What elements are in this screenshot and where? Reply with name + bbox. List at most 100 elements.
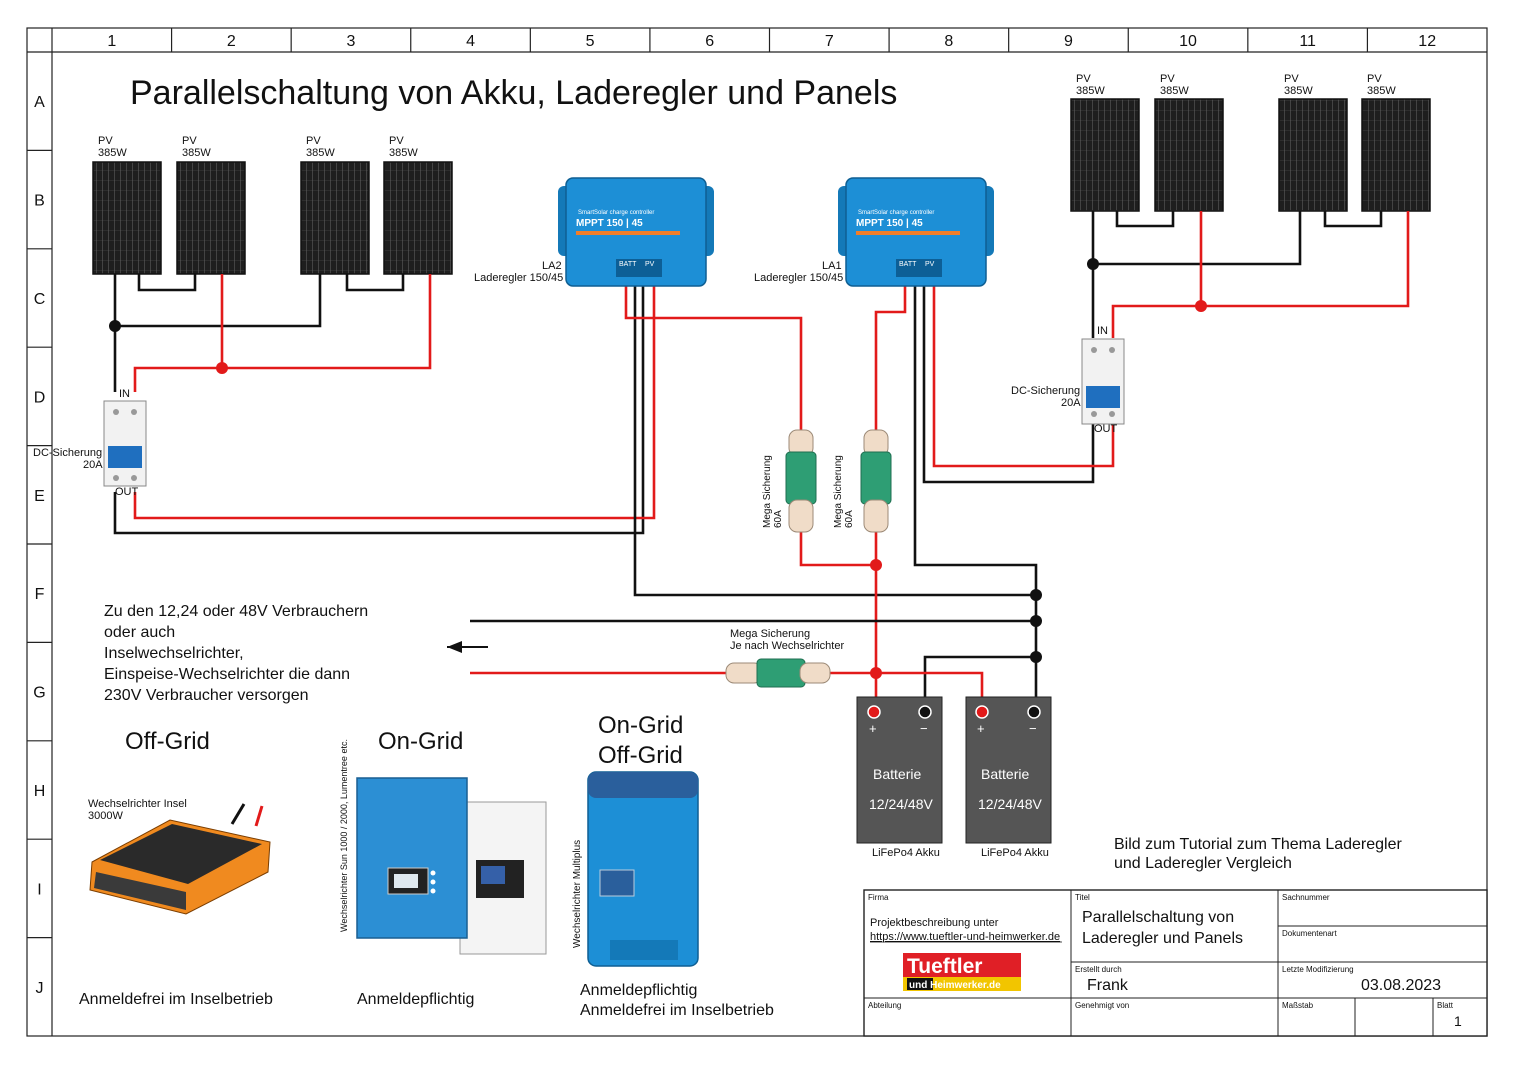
svg-text:Firma: Firma [868,893,889,902]
row-index-label: J [36,980,44,997]
ongrid-inverter: On-Grid Wechselrichter Sun 1000 / 2000, … [339,728,547,1008]
controller-name: Laderegler 150/45 [474,272,563,284]
svg-text:OUT: OUT [115,486,139,498]
svg-text:Parallelschaltung von: Parallelschaltung von [1082,909,1234,926]
pv-panel: PV 385W [1070,73,1140,212]
column-index-label: 6 [705,33,714,50]
pv-group-left: PV 385W PV 385W PV 385W PV 385W [92,135,453,275]
project-url-link[interactable]: https://www.tueftler-und-heimwerker.de [870,931,1060,943]
offgrid-inverter: Off-Grid Wechselrichter Insel 3000W Anme… [79,728,273,1008]
svg-text:Laderegler und Panels: Laderegler und Panels [1082,930,1243,947]
controller-id: LA1 [822,260,842,272]
row-index-label: E [34,488,45,505]
column-index-label: 8 [944,33,953,50]
wiring-right-array [922,211,1410,484]
svg-text:Tueftler: Tueftler [907,955,982,978]
svg-text:Wechselrichter Sun 1000 / 2000: Wechselrichter Sun 1000 / 2000, Lumentre… [339,739,349,932]
svg-text:03.08.2023: 03.08.2023 [1361,977,1441,994]
svg-text:−: − [1029,721,1037,736]
svg-text:SmartSolar charge controller: SmartSolar charge controller [578,210,654,216]
svg-text:3000W: 3000W [88,810,123,822]
svg-text:und Laderegler Vergleich: und Laderegler Vergleich [1114,855,1292,872]
title-block: Firma Projektbeschreibung unter https://… [863,889,1488,1037]
wiring-left-array [113,274,656,535]
svg-text:Genehmigt von: Genehmigt von [1075,1001,1129,1010]
column-index-label: 5 [586,33,595,50]
pv-panel: PV 385W [1361,73,1431,212]
svg-text:+: + [977,721,985,736]
svg-text:385W: 385W [182,147,211,159]
svg-text:PV: PV [98,135,113,147]
pv-panel: PV 385W [176,135,246,275]
svg-text:Off-Grid: Off-Grid [598,742,683,769]
svg-text:PV: PV [1284,73,1299,85]
svg-text:Anmeldepflichtig: Anmeldepflichtig [357,991,474,1008]
svg-text:12/24/48V: 12/24/48V [978,796,1042,812]
svg-text:385W: 385W [1367,85,1396,97]
svg-text:PV: PV [1076,73,1091,85]
svg-text:385W: 385W [1160,85,1189,97]
svg-text:PV: PV [1367,73,1382,85]
row-index-label: C [34,291,46,308]
junction-dots [109,258,1207,679]
svg-text:SmartSolar charge controller: SmartSolar charge controller [858,210,934,216]
svg-text:Abteilung: Abteilung [868,1001,901,1010]
pv-panel: PV 385W [300,135,370,275]
charge-controller-la2: SmartSolar charge controller MPPT 150 | … [474,177,714,287]
row-index-label: G [33,685,45,702]
svg-text:+: + [869,721,877,736]
row-index-label: I [37,881,41,898]
svg-text:Blatt: Blatt [1437,1001,1454,1010]
column-index-label: 1 [107,33,116,50]
svg-text:Projektbeschreibung unter: Projektbeschreibung unter [870,917,999,929]
svg-text:Anmeldepflichtig: Anmeldepflichtig [580,982,697,999]
controller-id: LA2 [542,260,562,272]
row-index-label: F [35,586,45,603]
consumer-note: Zu den 12,24 oder 48V Verbrauchern oder … [104,603,368,704]
mega-fuse-la1: Mega Sicherung 60A [833,429,892,533]
svg-text:−: − [920,721,928,736]
svg-text:Dokumentenart: Dokumentenart [1282,929,1337,938]
row-index-label: A [34,94,45,111]
pv-group-right: PV 385W PV 385W PV 385W PV 385W [1070,73,1431,212]
svg-text:385W: 385W [98,147,127,159]
breaker-name: DC-Sicherung [1011,385,1080,397]
row-index-label: B [34,193,45,210]
svg-text:LiFePo4 Akku: LiFePo4 Akku [872,847,940,859]
breaker-rating: 20A [1061,397,1081,409]
svg-text:PV: PV [389,135,404,147]
battery-2: + − Batterie 12/24/48V LiFePo4 Akku [965,696,1052,859]
svg-text:60A: 60A [773,510,784,528]
svg-text:MPPT 150 | 45: MPPT 150 | 45 [576,218,643,229]
column-index-label: 3 [347,33,356,50]
svg-text:PV: PV [182,135,197,147]
svg-text:Batterie: Batterie [873,766,921,782]
svg-text:Bild zum Tutorial zum Thema La: Bild zum Tutorial zum Thema Laderegler [1114,836,1403,853]
controller-name: Laderegler 150/45 [754,272,843,284]
svg-text:Anmeldefrei im Inselbetrieb: Anmeldefrei im Inselbetrieb [79,991,273,1008]
svg-text:OUT: OUT [1094,423,1118,435]
charge-controller-la1: SmartSolar charge controller MPPT 150 | … [754,177,994,287]
svg-text:Wechselrichter Insel: Wechselrichter Insel [88,798,187,810]
svg-text:Maßstab: Maßstab [1282,1001,1314,1010]
diagram-title: Parallelschaltung von Akku, Laderegler u… [130,74,897,112]
row-index-label: D [34,389,46,406]
tutorial-note: Bild zum Tutorial zum Thema Laderegler u… [1114,836,1403,872]
pv-panel: PV 385W [92,135,162,275]
svg-text:Einspeise-Wechselrichter die d: Einspeise-Wechselrichter die dann [104,666,350,683]
svg-text:Letzte Modifizierung: Letzte Modifizierung [1282,965,1354,974]
column-index-label: 9 [1064,33,1073,50]
breaker-name: DC-Sicherung [33,447,102,459]
svg-text:MPPT 150 | 45: MPPT 150 | 45 [856,218,923,229]
svg-text:Frank: Frank [1087,977,1129,994]
column-index-label: 7 [825,33,834,50]
svg-text:385W: 385W [306,147,335,159]
svg-text:Mega Sicherung: Mega Sicherung [762,455,773,528]
svg-text:Mega Sicherung: Mega Sicherung [833,455,844,528]
svg-text:Titel: Titel [1075,893,1090,902]
svg-text:Mega Sicherung: Mega Sicherung [730,628,810,640]
drawing-frame [26,27,1488,1037]
row-index-label: H [34,783,46,800]
